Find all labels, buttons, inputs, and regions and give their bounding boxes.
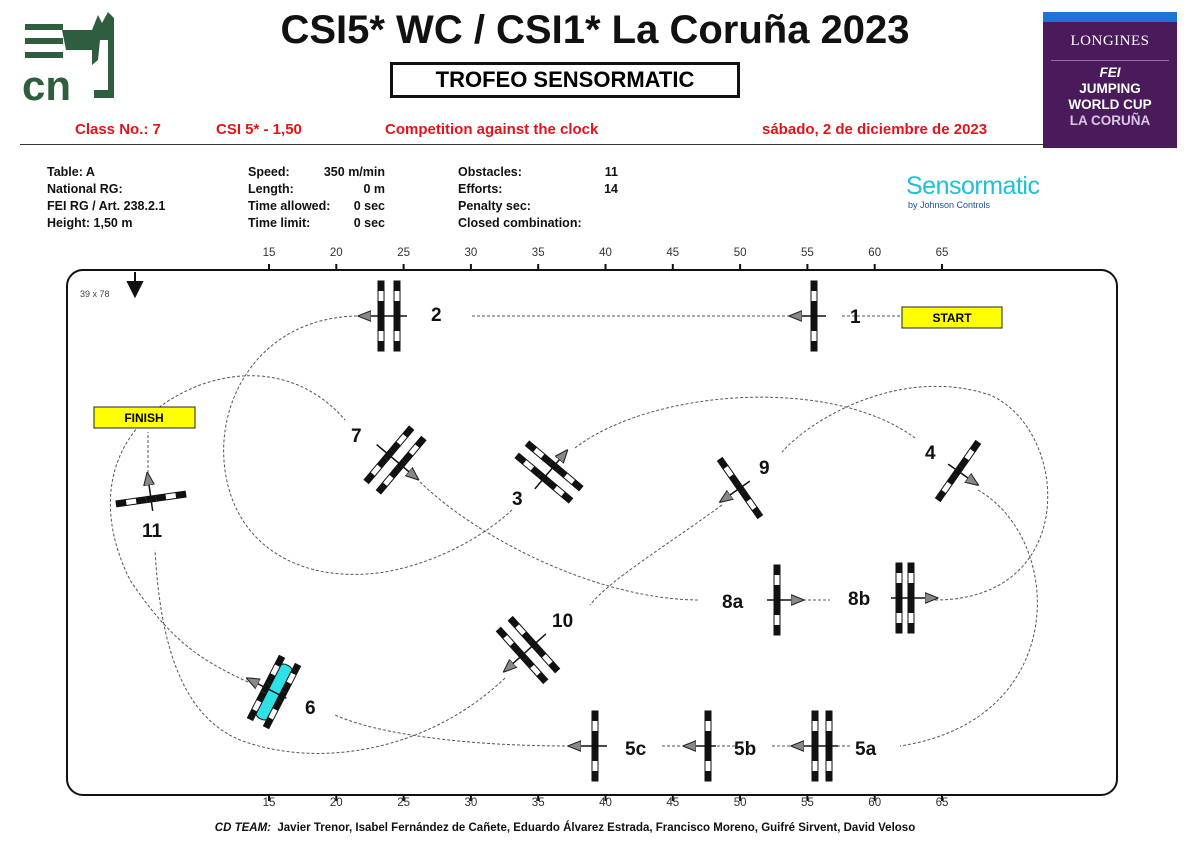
obstacle-label-8b: 8b bbox=[848, 589, 870, 610]
info-column-3: Obstacles:11 Efforts:14 Penalty sec: Clo… bbox=[458, 165, 618, 230]
class-subtitle: TROFEO SENSORMATIC bbox=[390, 62, 740, 98]
obstacle-label-1: 1 bbox=[850, 307, 861, 328]
obstacle-label-2: 2 bbox=[431, 305, 442, 326]
obstacle-4[interactable] bbox=[928, 435, 998, 513]
ruler-tick-label: 60 bbox=[868, 247, 881, 259]
finish-marker: FINISH bbox=[93, 406, 196, 429]
obstacle-label-4: 4 bbox=[925, 443, 936, 464]
ruler-tick-label: 25 bbox=[397, 797, 410, 809]
ruler-tick-label: 15 bbox=[263, 247, 276, 259]
ruler-tick-label: 65 bbox=[936, 247, 949, 259]
obstacle-label-10: 10 bbox=[552, 611, 573, 632]
competition-type: Competition against the clock bbox=[385, 121, 599, 138]
ruler-top: 15 20 25 30 35 40 45 50 55 60 65 bbox=[263, 247, 949, 270]
obstacle-5b[interactable] bbox=[684, 710, 716, 782]
obstacle-5c[interactable] bbox=[569, 710, 607, 782]
obstacle-2[interactable] bbox=[359, 280, 407, 352]
obstacle-8a[interactable] bbox=[767, 564, 803, 636]
ruler-tick-label: 30 bbox=[465, 797, 478, 809]
ruler-tick-label: 25 bbox=[397, 247, 410, 259]
obstacle-5a[interactable] bbox=[792, 710, 838, 782]
obstacle-label-6: 6 bbox=[305, 698, 316, 719]
ruler-bottom: 15 20 25 30 35 40 45 50 55 60 65 bbox=[263, 795, 949, 809]
ruler-tick-label: 20 bbox=[330, 797, 343, 809]
cn-logo: cn bbox=[22, 12, 114, 105]
start-marker: START bbox=[901, 306, 1003, 329]
entrance-arrow-icon bbox=[126, 272, 144, 299]
obstacle-6-water-tray[interactable] bbox=[231, 647, 302, 730]
obstacle-label-5a: 5a bbox=[855, 739, 877, 760]
obstacle-8b[interactable] bbox=[891, 562, 937, 634]
ruler-tick-label: 20 bbox=[330, 247, 343, 259]
obstacle-10[interactable] bbox=[481, 608, 569, 697]
ruler-tick-label: 65 bbox=[936, 797, 949, 809]
obstacle-9[interactable] bbox=[700, 452, 770, 530]
svg-text:FINISH: FINISH bbox=[124, 411, 163, 425]
obstacle-label-3: 3 bbox=[512, 489, 523, 510]
course-track bbox=[110, 315, 1049, 754]
obstacle-label-8a: 8a bbox=[722, 592, 744, 613]
obstacle-7[interactable] bbox=[354, 418, 440, 506]
ruler-tick-label: 40 bbox=[599, 247, 612, 259]
ruler-tick-label: 15 bbox=[263, 797, 276, 809]
class-category: CSI 5* - 1,50 bbox=[216, 121, 302, 138]
header-divider bbox=[20, 144, 1050, 145]
ruler-tick-label: 45 bbox=[666, 797, 679, 809]
ruler-tick-label: 55 bbox=[801, 797, 814, 809]
ruler-tick-label: 35 bbox=[532, 247, 545, 259]
ruler-tick-label: 60 bbox=[868, 797, 881, 809]
svg-text:cn: cn bbox=[22, 62, 71, 105]
ruler-tick-label: 50 bbox=[734, 247, 747, 259]
sensormatic-logo: Sensormatic by Johnson Controls bbox=[906, 172, 1040, 210]
ruler-tick-label: 30 bbox=[465, 247, 478, 259]
ruler-tick-label: 35 bbox=[532, 797, 545, 809]
obstacle-label-5c: 5c bbox=[625, 739, 647, 760]
obstacle-1[interactable] bbox=[790, 280, 826, 352]
page-title: CSI5* WC / CSI1* La Coruña 2023 bbox=[280, 8, 910, 52]
ruler-tick-label: 40 bbox=[599, 797, 612, 809]
info-column-2: Speed:350 m/min Length:0 m Time allowed:… bbox=[248, 165, 385, 230]
ruler-tick-label: 45 bbox=[666, 247, 679, 259]
arena-dimensions: 39 x 78 bbox=[80, 289, 110, 299]
obstacle-3[interactable] bbox=[508, 428, 594, 511]
ruler-tick-label: 55 bbox=[801, 247, 814, 259]
longines-world-cup-logo: LONGINES FEI JUMPING WORLD CUP LA CORUÑA bbox=[1043, 12, 1177, 148]
arena-border bbox=[66, 269, 1118, 796]
course-designer-team: CD TEAM: Javier Trenor, Isabel Fernández… bbox=[214, 822, 916, 834]
obstacle-label-7: 7 bbox=[351, 426, 362, 447]
svg-text:START: START bbox=[932, 311, 972, 325]
class-number: Class No.: 7 bbox=[75, 121, 161, 138]
obstacle-11[interactable] bbox=[113, 468, 188, 515]
obstacle-label-5b: 5b bbox=[734, 739, 756, 760]
obstacle-label-9: 9 bbox=[759, 458, 770, 479]
ruler-tick-label: 50 bbox=[734, 797, 747, 809]
obstacle-label-11: 11 bbox=[142, 521, 163, 542]
competition-date: sábado, 2 de diciembre de 2023 bbox=[762, 121, 988, 138]
